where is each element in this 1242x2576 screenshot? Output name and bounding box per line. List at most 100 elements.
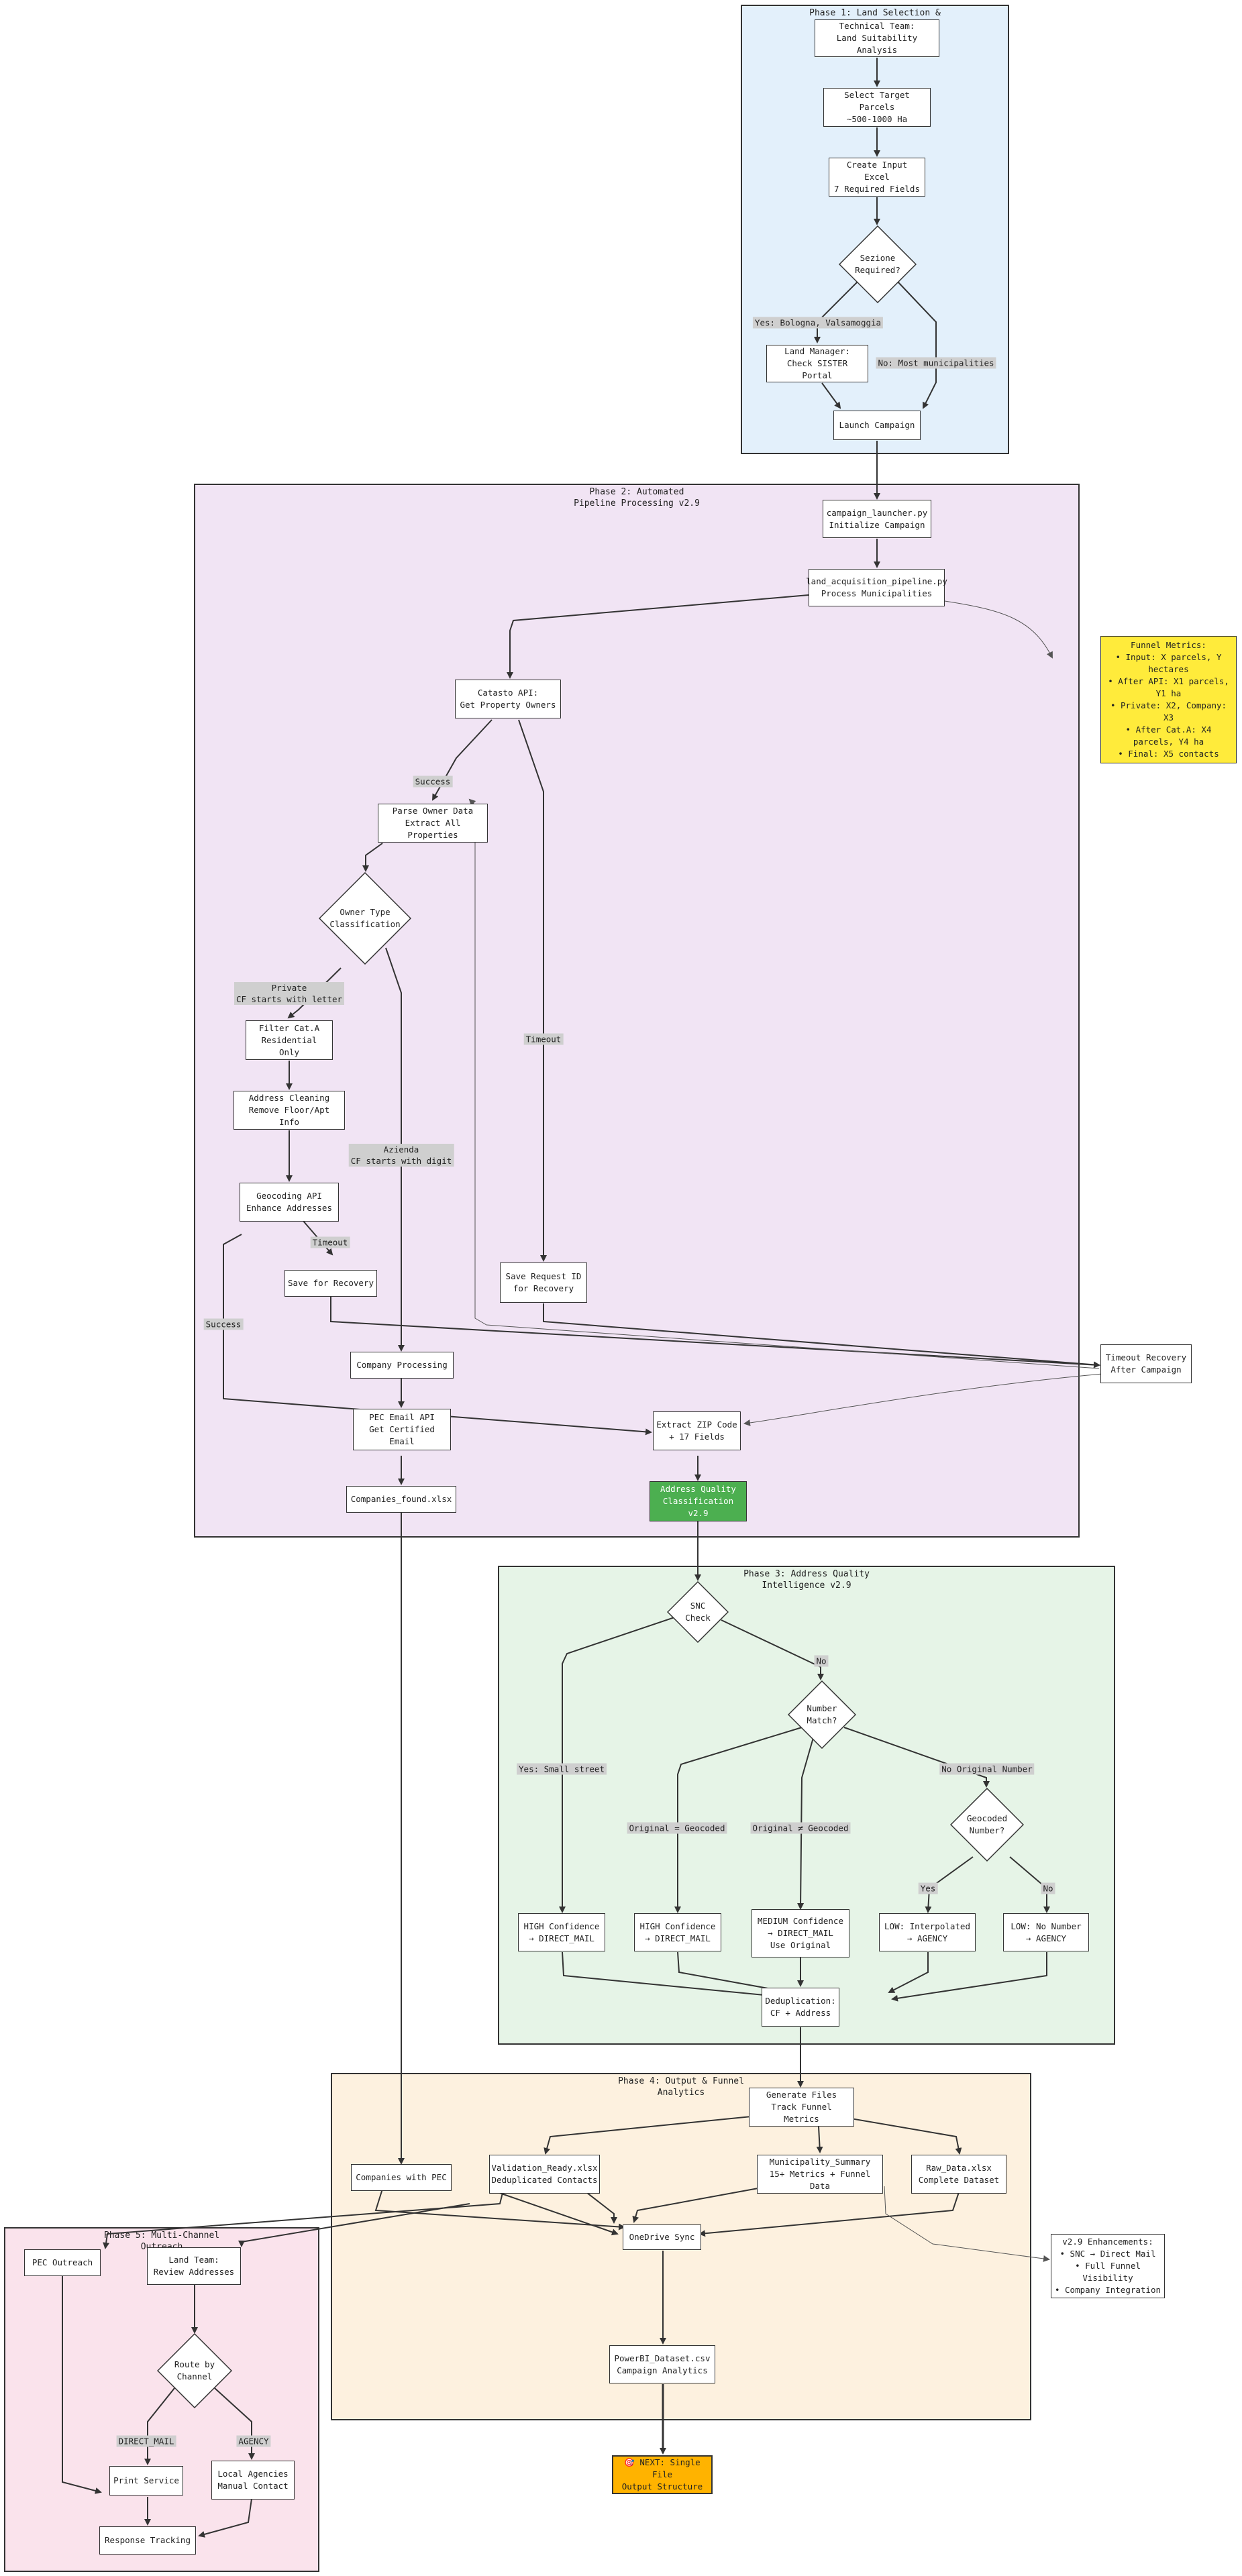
label-no-snc: No	[814, 1655, 829, 1667]
label-no-orig: No Original Number	[939, 1763, 1035, 1775]
label-no-most: No: Most municipalities	[876, 357, 996, 369]
print-service-node: Print Service	[109, 2466, 183, 2496]
edge	[330, 1296, 1100, 1368]
number-match-decision: Number Match?	[788, 1680, 856, 1749]
next-step-node: 🎯 NEXT: Single File Output Structure	[612, 2455, 713, 2494]
edge	[816, 2126, 823, 2153]
medium-confidence-node: MEDIUM Confidence → DIRECT_MAIL Use Orig…	[752, 1909, 849, 1957]
powerbi-dataset-node: PowerBI_Dataset.csv Campaign Analytics	[609, 2345, 715, 2383]
raw-data-node: Raw_Data.xlsx Complete Dataset	[911, 2155, 1006, 2194]
sezione-label: Sezione Required?	[855, 253, 900, 275]
edge	[821, 382, 841, 409]
catasto-api-node: Catasto API: Get Property Owners	[455, 680, 561, 718]
validation-ready-node: Validation_Ready.xlsx Deduplicated Conta…	[489, 2155, 600, 2194]
label-yes-geo: Yes	[918, 1882, 938, 1894]
pipeline-node: land_acquisition_pipeline.py Process Mun…	[806, 569, 947, 606]
edge	[721, 1619, 824, 1680]
label-no-geo: No	[1041, 1882, 1055, 1894]
edge-thin	[944, 600, 1053, 659]
label-azienda: Azienda CF starts with digit	[348, 1144, 454, 1167]
label-orig-eq: Original = Geocoded	[627, 1822, 727, 1834]
timeout-recovery-node: Timeout Recovery After Campaign	[1100, 1344, 1192, 1383]
generate-files-node: Generate Files Track Funnel Metrics	[749, 2088, 854, 2127]
edge	[287, 967, 342, 1019]
label-success: Success	[413, 775, 453, 788]
geocoded-number-decision: Geocoded Number?	[950, 1788, 1024, 1862]
municipality-summary-node: Municipality_Summary 15+ Metrics + Funne…	[757, 2155, 883, 2194]
edge	[843, 1727, 990, 1788]
launch-campaign-node: Launch Campaign	[833, 411, 921, 440]
edge	[62, 2265, 102, 2494]
edge	[698, 2190, 960, 2237]
low-interpolated-node: LOW: Interpolated → AGENCY	[879, 1913, 976, 1951]
snc-check-decision: SNC Check	[667, 1581, 729, 1643]
label-agency: AGENCY	[236, 2435, 271, 2447]
edge	[103, 2190, 504, 2249]
label-yes-small: Yes: Small street	[517, 1763, 607, 1775]
route-channel-decision: Route by Channel	[157, 2333, 232, 2408]
edge	[888, 1952, 929, 1993]
company-processing-node: Company Processing	[350, 1352, 454, 1379]
funnel-metrics-node: Funnel Metrics: • Input: X parcels, Y he…	[1100, 636, 1237, 763]
address-quality-node: Address Quality Classification v2.9	[650, 1481, 747, 1521]
edge	[850, 2118, 962, 2155]
edge	[385, 947, 405, 1352]
edge	[897, 281, 937, 409]
phase-1-title: Phase 1: Land Selection &	[809, 8, 941, 18]
edge	[544, 2116, 752, 2155]
edge	[543, 1303, 1100, 1368]
label-direct-mail: DIRECT_MAIL	[116, 2435, 176, 2447]
geocoding-api-node: Geocoding API Enhance Addresses	[240, 1183, 339, 1222]
deduplication-node: Deduplication: CF + Address	[762, 1988, 839, 2027]
phase-2-container: Phase 2: Automated Pipeline Processing v…	[194, 484, 1080, 1538]
geocoded-number-label: Geocoded Number?	[966, 1813, 1008, 1835]
edge	[674, 1727, 803, 1913]
edge	[891, 1952, 1047, 2002]
edge	[632, 2188, 759, 2223]
edge	[198, 2498, 252, 2538]
label-success-geo: Success	[203, 1318, 244, 1330]
label-timeout-geo: Timeout	[310, 1236, 350, 1248]
phase-3-container: Phase 3: Address Quality Intelligence v2…	[498, 1566, 1115, 2045]
edge	[432, 719, 493, 801]
phase-2-title: Phase 2: Automated Pipeline Processing v…	[574, 487, 700, 508]
extract-zip-node: Extract ZIP Code + 17 Fields	[653, 1411, 741, 1450]
v29-enhancements-node: v2.9 Enhancements: • SNC → Direct Mail •…	[1051, 2234, 1165, 2298]
land-team-node: Land Team: Review Addresses	[147, 2247, 241, 2285]
save-for-recovery-node: Save for Recovery	[284, 1270, 377, 1297]
edge-thin	[884, 2186, 1050, 2262]
edge	[559, 1616, 677, 1913]
response-tracking-node: Response Tracking	[99, 2526, 196, 2555]
campaign-launcher-node: campaign_launcher.py Initialize Campaign	[823, 500, 931, 538]
label-orig-neq: Original ≠ Geocoded	[750, 1822, 851, 1834]
edge	[362, 843, 383, 872]
snc-check-label: SNC Check	[685, 1601, 711, 1623]
edge	[797, 1730, 816, 1910]
phase-3-title: Phase 3: Address Quality Intelligence v2…	[743, 1569, 870, 1591]
edge	[518, 719, 547, 1262]
label-timeout: Timeout	[523, 1033, 564, 1045]
phase-4-title: Phase 4: Output & Funnel Analytics	[618, 2076, 744, 2098]
edge	[507, 594, 809, 679]
select-parcels-node: Select Target Parcels ~500-1000 Ha	[823, 88, 931, 127]
pec-outreach-node: PEC Outreach	[24, 2249, 101, 2276]
route-channel-label: Route by Channel	[174, 2359, 215, 2381]
pec-email-api-node: PEC Email API Get Certified Email	[353, 1409, 451, 1450]
label-yes-bologna: Yes: Bologna, Valsamoggia	[752, 317, 884, 329]
tech-team-node: Technical Team: Land Suitability Analysi…	[815, 19, 939, 57]
sezione-decision: Sezione Required?	[839, 225, 917, 303]
edge	[562, 1951, 807, 2002]
owner-type-decision: Owner Type Classification	[319, 872, 411, 965]
edge	[144, 2387, 175, 2465]
companies-with-pec-node: Companies with PEC	[351, 2164, 452, 2191]
label-private: Private CF starts with letter	[234, 982, 345, 1005]
owner-type-label: Owner Type Classification	[329, 907, 401, 929]
edge-thin	[468, 798, 1100, 1369]
edge	[238, 2203, 470, 2247]
high-confidence-node-2: HIGH Confidence → DIRECT_MAIL	[634, 1913, 721, 1951]
edge	[374, 2188, 625, 2231]
number-match-label: Number Match?	[807, 1703, 837, 1725]
filter-cat-node: Filter Cat.A Residential Only	[246, 1020, 333, 1060]
onedrive-sync-node: OneDrive Sync	[623, 2224, 701, 2250]
local-agencies-node: Local Agencies Manual Contact	[211, 2461, 295, 2500]
